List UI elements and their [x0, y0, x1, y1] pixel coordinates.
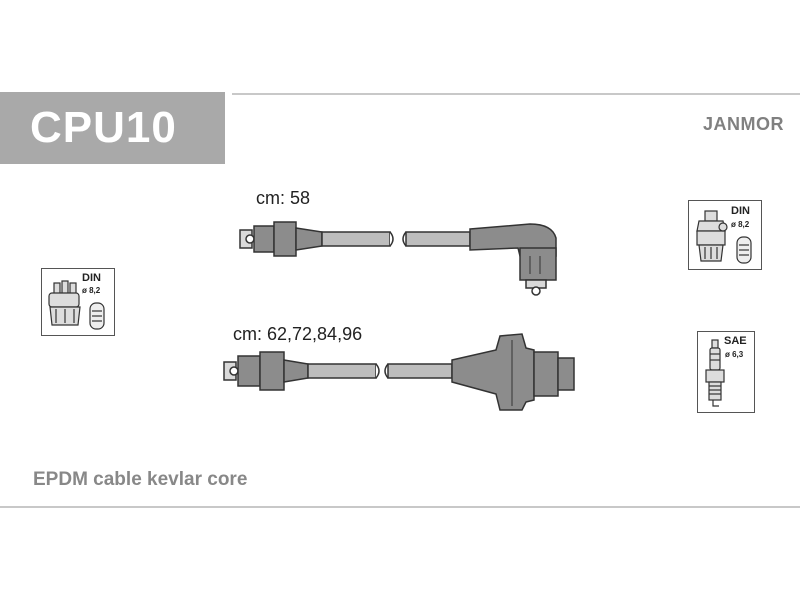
footer-divider [0, 506, 800, 508]
part-code: CPU10 [30, 103, 177, 152]
connector-detail-icon [89, 302, 105, 330]
cable-1-length-label: cm: 58 [256, 188, 311, 208]
distributor-cap-icon [48, 280, 81, 326]
brand-name: JANMOR [702, 114, 784, 134]
coil-standard: DIN [731, 205, 750, 217]
coil-diameter: ø 8,2 [731, 220, 750, 229]
distributor-connector-badge: DIN ø 8,2 [41, 268, 115, 336]
distributor-diameter: ø 8,2 [82, 286, 101, 295]
spark-plug-icon [705, 339, 725, 407]
spark-plug-connector-badge: SAE ø 6,3 [697, 331, 755, 413]
cable-1-drawing [239, 221, 557, 296]
cable-2-drawing [223, 333, 575, 411]
distributor-standard: DIN [82, 272, 101, 284]
cable-description: EPDM cable kevlar core [33, 469, 248, 490]
ignition-coil-icon [696, 210, 728, 262]
spark-plug-standard: SAE [724, 335, 747, 347]
cable-2-length-label: cm: 62,72,84,96 [233, 324, 363, 344]
coil-connector-badge: DIN ø 8,2 [688, 200, 762, 270]
part-code-banner [0, 92, 225, 164]
connector-detail-icon [736, 236, 752, 264]
header-divider [232, 93, 800, 95]
spark-plug-diameter: ø 6,3 [725, 350, 744, 359]
